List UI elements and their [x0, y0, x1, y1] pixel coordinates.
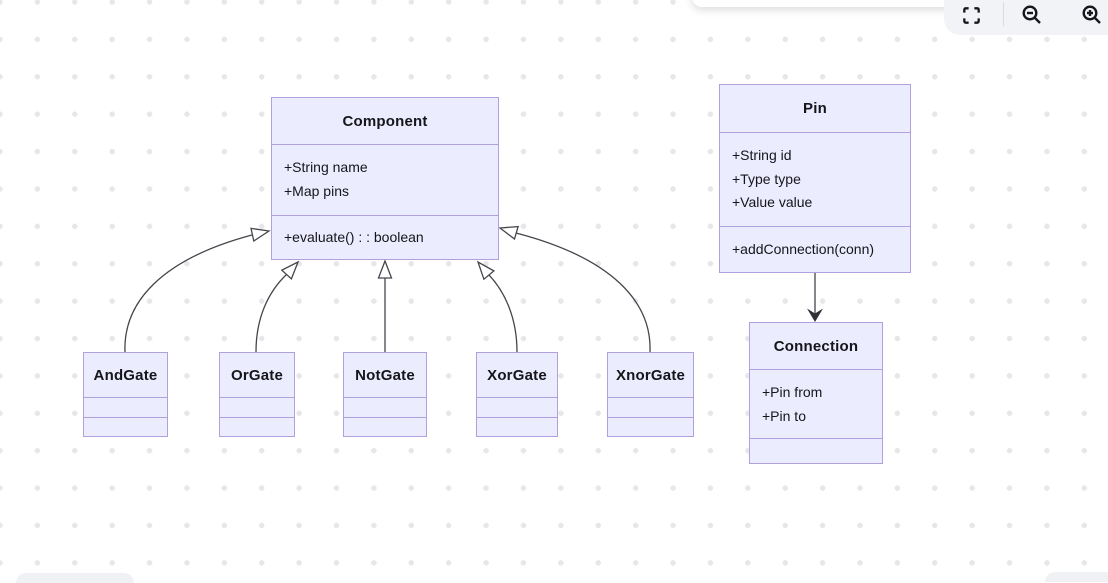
class-attribute: +Pin to [762, 407, 806, 424]
class-title: Component [342, 112, 428, 130]
class-attribute: +Map pins [284, 182, 349, 199]
class-title: OrGate [230, 366, 284, 384]
zoom-in-icon [1080, 3, 1104, 27]
edge-orgate-component [255, 260, 300, 353]
zoom-in-button[interactable] [1075, 0, 1108, 30]
class-node-notgate[interactable]: NotGate [343, 352, 427, 437]
class-attribute: +Pin from [762, 384, 823, 400]
class-attributes-section-empty [608, 397, 693, 417]
zoom-out-button[interactable] [1015, 0, 1049, 30]
class-methods-section-empty [344, 417, 426, 436]
class-node-orgate[interactable]: OrGate [219, 352, 295, 437]
class-attributes-section-empty [220, 397, 294, 417]
edge-andgate-component [124, 227, 271, 353]
floating-panel-top [692, 0, 958, 7]
class-node-component[interactable]: Component +String name +Map pins +evalua… [271, 97, 499, 260]
edge-pin-connection [807, 272, 823, 322]
class-node-connection[interactable]: Connection +Pin from +Pin to [749, 322, 883, 464]
fullscreen-button[interactable] [954, 0, 988, 30]
class-attribute: +Value value [732, 194, 813, 210]
class-node-pin[interactable]: Pin +String id +Type type +Value value +… [719, 84, 911, 273]
edge-notgate-component [377, 259, 393, 352]
bottom-left-panel-edge[interactable] [16, 573, 134, 583]
class-attributes-section: +String name +Map pins [272, 144, 498, 215]
class-title: NotGate [355, 366, 415, 384]
class-method: +addConnection(conn) [732, 241, 875, 257]
class-title: Pin [803, 100, 827, 117]
class-attributes-section: +String id +Type type +Value value [720, 132, 910, 226]
class-attribute: +String id [732, 147, 792, 163]
class-attributes-section-empty [84, 397, 167, 417]
class-methods-section-empty [84, 417, 167, 436]
class-title: AndGate [93, 366, 158, 384]
class-attributes-section-empty [344, 397, 426, 417]
zoom-out-icon [1020, 3, 1044, 27]
class-methods-section: +evaluate() : : boolean [272, 215, 498, 259]
class-title: XnorGate [615, 366, 686, 384]
class-node-xnorgate[interactable]: XnorGate [607, 352, 694, 437]
edge-xorgate-component [476, 260, 518, 353]
toolbar-divider [1003, 2, 1004, 26]
class-method: +evaluate() : : boolean [284, 229, 424, 245]
class-methods-section: +addConnection(conn) [720, 226, 910, 272]
class-methods-section-empty [750, 438, 882, 463]
class-attributes-section-empty [477, 397, 557, 417]
class-attributes-section: +Pin from +Pin to [750, 369, 882, 438]
class-methods-section-empty [477, 417, 557, 436]
edge-xnorgate-component [498, 225, 651, 353]
class-methods-section-empty [220, 417, 294, 436]
class-node-andgate[interactable]: AndGate [83, 352, 168, 437]
class-attribute: +String name [284, 159, 368, 175]
class-node-xorgate[interactable]: XorGate [476, 352, 558, 437]
class-attribute: +Type type [732, 170, 801, 187]
bottom-right-panel-edge[interactable] [1045, 572, 1108, 582]
class-title: Connection [773, 337, 859, 355]
class-methods-section-empty [608, 417, 693, 436]
class-title: XorGate [487, 366, 547, 384]
fullscreen-icon [960, 4, 983, 27]
